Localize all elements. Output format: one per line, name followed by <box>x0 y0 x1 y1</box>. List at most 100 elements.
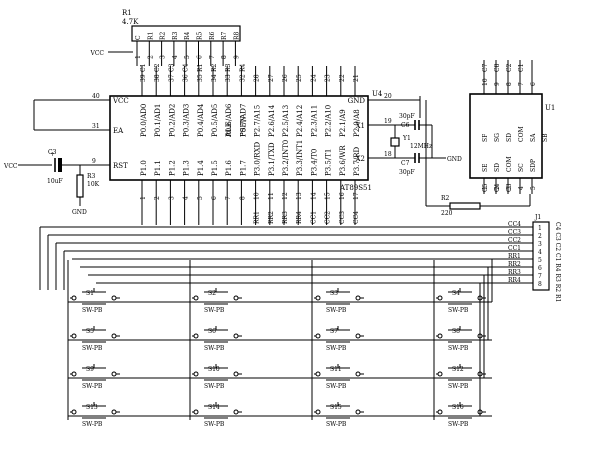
j1-pin-number: 6 <box>538 265 542 272</box>
mcu-port1-pin-name: P1.4 <box>197 160 205 176</box>
u1-top-pin-number: 7 <box>518 82 525 86</box>
mcu-right-pin-number: 18 <box>384 151 392 158</box>
switch-part-label: SW-PB <box>82 345 103 352</box>
switch-contact-left <box>71 371 77 377</box>
mcu-port0-pin-name: P0.1/AD1 <box>154 104 162 137</box>
osc-gnd-label: GND <box>447 156 462 163</box>
switch-contact-left <box>193 371 199 377</box>
j1-side-label: C4 C3 C2 C1 R4 R3 R2 R1 <box>554 222 561 302</box>
j1-pin-number: 3 <box>538 241 542 248</box>
mcu-bottom-pin-number: 14 <box>310 192 317 200</box>
mcu-port0-pin-name: P0.3/AD3 <box>183 104 191 137</box>
mcu-bottom-net-name: RR3 <box>282 211 289 224</box>
switch-part-label: SW-PB <box>448 421 469 428</box>
switch-part-label: SW-PB <box>82 383 103 390</box>
mcu-port2-pin-name: P2.5/A13 <box>282 105 290 137</box>
switch-contact-left <box>71 333 77 339</box>
mcu-left-pin-number: 31 <box>92 123 100 130</box>
mcu-port3-pin-name: P3.5/T1 <box>325 149 333 176</box>
r2-resistor: R2 220 <box>419 96 531 217</box>
switch-part-label: SW-PB <box>82 421 103 428</box>
mcu-port1-pin-name: P1.2 <box>168 160 176 176</box>
switch-part-label: SW-PB <box>204 307 225 314</box>
switch-contact-right <box>233 295 239 301</box>
mcu-top-pin-number: 27 <box>268 74 275 82</box>
mcu-port1-pin-name: P1.6 <box>225 160 233 176</box>
mcu-top-pin-number: 25 <box>296 74 303 82</box>
r1-ref-label: R1 <box>122 9 132 17</box>
u1-top-net-name: C7 <box>482 63 489 72</box>
switch-part-label: SW-PB <box>204 345 225 352</box>
mcu-port3-pin-name: P3.2/INT0 <box>282 140 290 176</box>
mcu-bottom-pin-number: 16 <box>339 192 346 200</box>
mcu-top-pin-number: 38 <box>154 74 161 82</box>
u1-pin-name: COM <box>518 126 525 142</box>
u1-pin-name: SE <box>482 164 489 173</box>
reset-vcc-label: VCC <box>3 163 18 170</box>
u1-pin-name: SA <box>530 133 537 142</box>
mcu-bottom-pin-number: 6 <box>211 196 218 200</box>
mcu-port3-pin-name: P3.4/T0 <box>310 149 318 176</box>
mcu-top-pin-number: 35 <box>197 74 204 82</box>
u1-pin-name: SB <box>542 133 549 142</box>
c7-ref-label: C7 <box>401 160 410 167</box>
switch-ref-label: S5 <box>86 328 94 335</box>
j1-pin-number: 4 <box>538 249 542 256</box>
switch-part-label: SW-PB <box>326 421 347 428</box>
mcu-top-pin-number: 33 <box>225 74 232 82</box>
c3-value-label: 10uF <box>47 178 63 185</box>
mcu-port3-pin-name: P3.3/INT1 <box>296 140 304 176</box>
switch-contact-left <box>437 295 443 301</box>
mcu-port0-pin-name: P0.0/AD0 <box>140 104 148 137</box>
switch-part-label: SW-PB <box>326 307 347 314</box>
r2-value-label: 220 <box>441 210 453 217</box>
mcu-port3-pin-name: P3.6/WR <box>339 145 347 176</box>
r1-pin-number: 9 <box>233 55 240 59</box>
mcu-top-pin-number: 34 <box>211 74 218 82</box>
switch-contact-right <box>111 333 117 339</box>
switch-part-label: SW-PB <box>326 383 347 390</box>
mcu-port2-pin-name: ALE <box>225 122 233 138</box>
r1-pin-number: 3 <box>160 55 167 59</box>
mcu-port3-pin-name: P3.1/TXD <box>268 142 276 176</box>
switch-part-label: SW-PB <box>448 307 469 314</box>
j1-pin-number: 7 <box>538 273 542 280</box>
switch-contact-right <box>111 295 117 301</box>
r1-pin-name: R2 <box>160 31 167 40</box>
switch-contact-left <box>193 409 199 415</box>
switch-contact-left <box>315 295 321 301</box>
u1-pin-name: SD <box>494 163 501 172</box>
r3-value-label: 10K <box>87 181 100 188</box>
y1-body <box>390 137 400 147</box>
switch-ref-label: S3 <box>330 290 338 297</box>
switch-ref-label: S9 <box>86 366 94 373</box>
switch-ref-label: S13 <box>86 404 98 411</box>
u1-top-pin-number: 8 <box>506 82 513 86</box>
mcu-bottom-pin-number: 15 <box>325 192 332 200</box>
u1-pin-name: SC <box>518 163 525 172</box>
r1-pin-number: 4 <box>172 55 179 59</box>
mcu-bottom-pin-number: 12 <box>282 192 289 200</box>
mcu-port2-pin-name: P2.0/A8 <box>353 109 361 137</box>
u1-pin-name: SG <box>494 133 501 142</box>
r1-pin-number: 8 <box>221 55 228 59</box>
u1-top-pin-number: 9 <box>494 82 501 86</box>
u1-pin-name: SD <box>506 133 513 142</box>
switch-contact-left <box>437 371 443 377</box>
mcu-left-pin-number: 40 <box>92 93 100 100</box>
switch-contact-right <box>111 409 117 415</box>
mcu-top-pin-number: 37 <box>168 74 175 82</box>
mcu-port3-pin-name: P3.0/RXD <box>254 142 262 176</box>
